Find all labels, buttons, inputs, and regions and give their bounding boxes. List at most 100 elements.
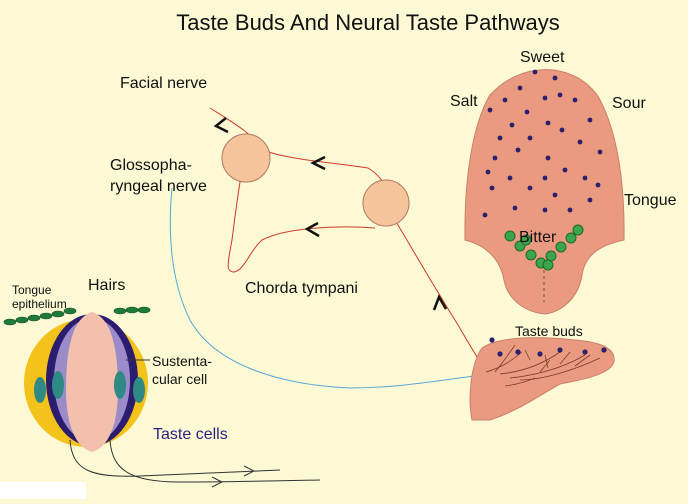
nerve-branch xyxy=(544,354,549,369)
label-glossopharyngeal-2: ryngeal nerve xyxy=(110,178,207,195)
diagram-title: Taste Buds And Neural Taste Pathways xyxy=(176,10,560,35)
taste-bud-dots xyxy=(489,337,607,357)
epithelium-cell xyxy=(27,314,41,322)
papilla-dot xyxy=(587,117,593,123)
nerve-fiber xyxy=(109,439,321,483)
label-glossopharyngeal-1: Glossopha- xyxy=(110,157,192,174)
arrow-icon xyxy=(432,294,448,311)
papilla-dot xyxy=(545,120,551,126)
papilla-dot xyxy=(482,212,488,218)
epithelium-cell xyxy=(39,312,53,320)
papilla-dot xyxy=(485,169,491,175)
label-facial-nerve: Facial nerve xyxy=(120,75,207,92)
bitter-papilla-dot xyxy=(545,250,557,262)
papilla-dot xyxy=(577,139,583,145)
nerve-branch xyxy=(494,344,516,373)
papilla-dot xyxy=(532,69,538,75)
nerve-branch xyxy=(559,351,571,365)
label-bitter: Bitter xyxy=(519,229,557,246)
nerve-branches xyxy=(485,344,601,387)
label-sweet: Sweet xyxy=(520,49,565,66)
epithelium-cell xyxy=(113,307,127,315)
epithelium-cell xyxy=(15,316,29,324)
papilla-dot xyxy=(489,185,495,191)
papilla-dot xyxy=(517,85,523,91)
epithelium-chain xyxy=(3,306,151,326)
epithelium-cell xyxy=(3,318,17,326)
papilla-dot xyxy=(562,167,568,173)
papilla-dot xyxy=(587,197,593,203)
arrow-icon xyxy=(310,155,326,171)
label-sustentacular-2: cular cell xyxy=(152,371,207,387)
papilla-dot xyxy=(512,205,518,211)
epithelium-cell xyxy=(125,306,139,314)
cell-nucleus xyxy=(133,377,145,403)
papilla-dot xyxy=(509,122,515,128)
label-sustentacular-1: Sustenta- xyxy=(152,353,212,369)
arrow-icon xyxy=(213,117,229,134)
label-tongue-epithelium-1: Tongue xyxy=(12,283,52,297)
taste-bud-dot xyxy=(489,337,495,343)
tongue-papillae xyxy=(482,69,603,218)
label-salt: Salt xyxy=(450,93,478,110)
papilla-dot xyxy=(582,175,588,181)
papilla-dot xyxy=(542,207,548,213)
bitter-papilla-dot xyxy=(565,232,577,244)
bitter-papillae xyxy=(504,224,584,271)
cell-nucleus xyxy=(114,371,126,399)
label-hairs: Hairs xyxy=(88,277,125,294)
label-sour: Sour xyxy=(612,95,646,112)
taste-bud-dot xyxy=(515,349,521,355)
papilla-dot xyxy=(487,107,493,113)
ganglion-upper xyxy=(221,133,271,183)
papilla-dot xyxy=(502,97,508,103)
bitter-papilla-dot xyxy=(525,249,537,261)
tongue-side-shape xyxy=(469,337,615,421)
nerve-branch xyxy=(539,359,551,373)
epithelium-cell xyxy=(137,306,151,314)
cell-nucleus xyxy=(52,371,64,399)
nerve-branch xyxy=(485,351,523,373)
papilla-dot xyxy=(524,109,530,115)
nerve-branch xyxy=(574,354,591,367)
label-taste-buds: Taste buds xyxy=(515,323,583,339)
papilla-dot xyxy=(559,127,565,133)
arrow-icon xyxy=(211,476,224,488)
ganglion-lower xyxy=(362,179,410,227)
papilla-dot xyxy=(545,155,551,161)
glossopharyngeal-nerve-path xyxy=(169,187,491,389)
papilla-dot xyxy=(572,97,578,103)
papilla-dot xyxy=(552,192,558,198)
nerve-branch xyxy=(499,351,561,375)
nerve-pathways xyxy=(169,107,491,389)
tongue-shape xyxy=(464,69,625,315)
papilla-dot xyxy=(567,207,573,213)
label-tongue: Tongue xyxy=(624,192,677,209)
bitter-papilla-dot xyxy=(572,224,584,236)
nerve-branch xyxy=(524,349,531,361)
label-tongue-epithelium-2: epithelium xyxy=(12,297,67,311)
papilla-dot xyxy=(552,75,558,81)
taste-bud-dot xyxy=(582,349,588,355)
papilla-dot xyxy=(597,149,603,155)
papilla-dot xyxy=(515,147,521,153)
bitter-papilla-dot xyxy=(542,259,554,271)
papilla-dot xyxy=(595,182,601,188)
taste-bud-dot xyxy=(497,351,503,357)
nerve-fiber xyxy=(69,439,281,477)
corner-patch xyxy=(0,482,86,499)
papilla-dot xyxy=(492,155,498,161)
papilla-dot xyxy=(507,175,513,181)
papilla-dot xyxy=(497,135,503,141)
bud-pink-core xyxy=(66,312,118,452)
taste-bud-closeup xyxy=(3,306,321,488)
tongue-side-view xyxy=(469,337,615,421)
epithelium-cell xyxy=(51,310,65,318)
nerve-branch xyxy=(519,357,601,381)
arrow-icon xyxy=(243,465,256,477)
taste-bud-dot xyxy=(557,347,563,353)
nerve-branch xyxy=(509,354,586,379)
taste-bud-dot xyxy=(537,351,543,357)
